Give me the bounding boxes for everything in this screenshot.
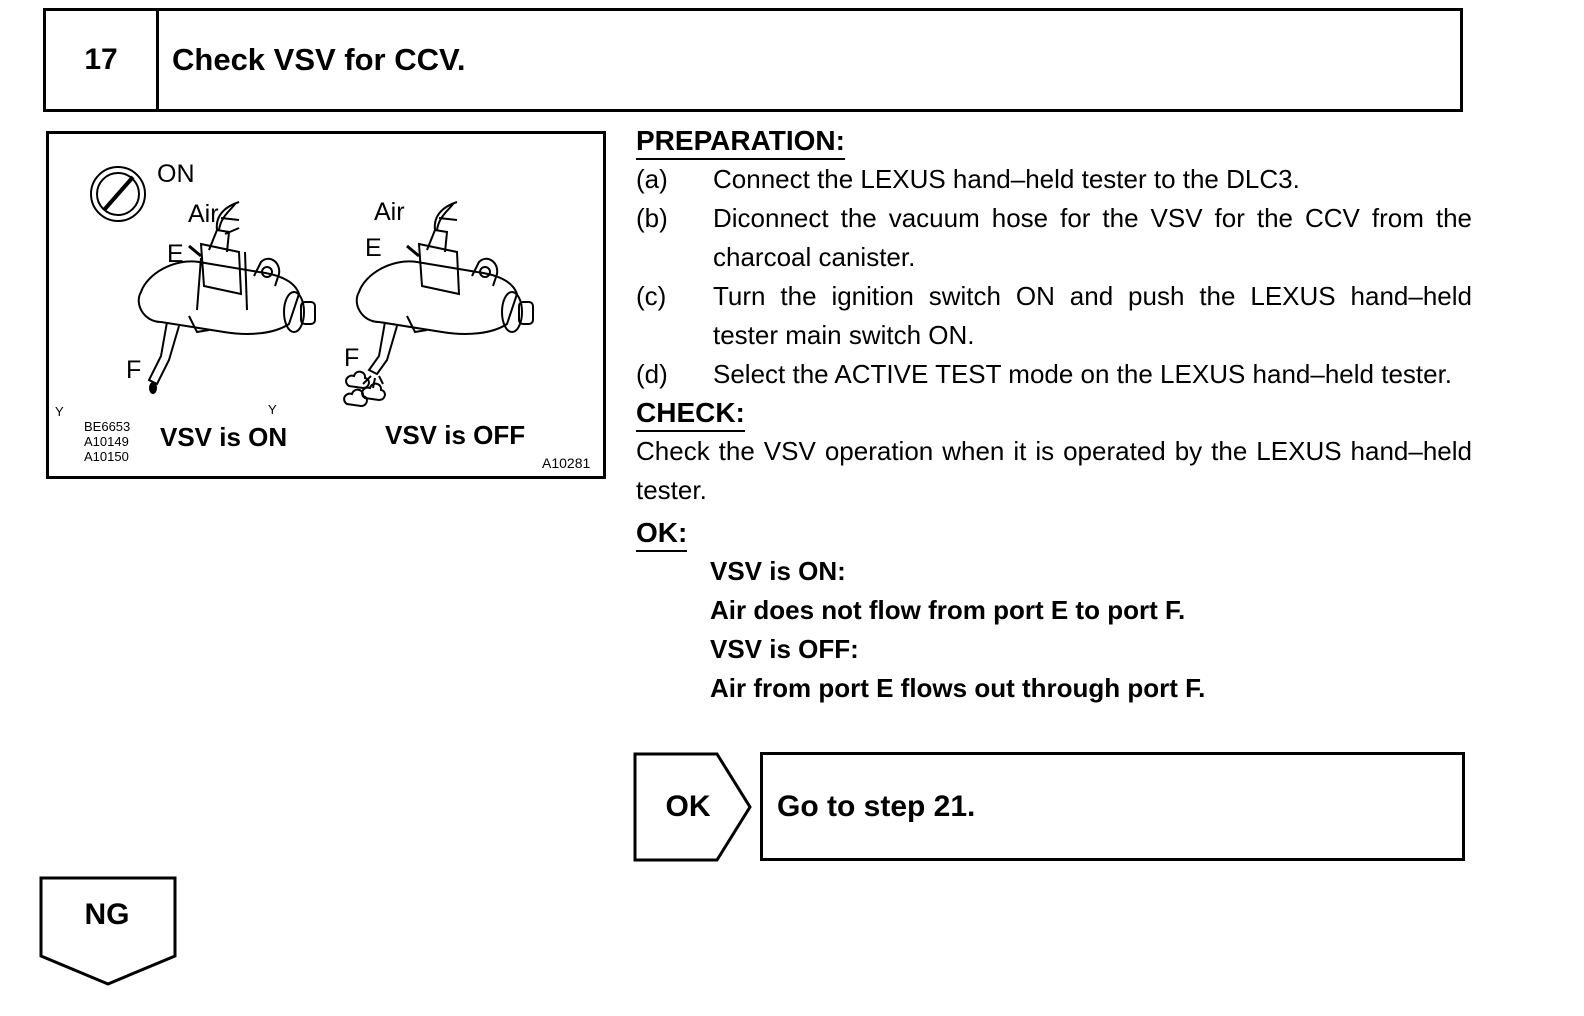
ok-result-text: Go to step 21. bbox=[777, 790, 976, 823]
vsv-illustration: ON Air E F Air E F Y Y BE6653 A10149 A10… bbox=[46, 131, 606, 479]
item-label: (c) bbox=[636, 281, 667, 311]
item-label: (b) bbox=[636, 203, 668, 233]
left-port-e-label: E bbox=[167, 240, 184, 268]
procedure-text: PREPARATION: (a) Connect the LEXUS hand–… bbox=[636, 124, 1472, 708]
ng-tag-label: NG bbox=[84, 898, 130, 931]
right-port-f-label: F bbox=[344, 344, 360, 372]
ok-line: VSV is ON: bbox=[710, 556, 846, 586]
ng-tag: NG bbox=[39, 876, 179, 988]
preparation-item: (c) Turn the ignition switch ON and push… bbox=[636, 277, 1472, 355]
ignition-on-label: ON bbox=[157, 160, 195, 188]
vsv-off-valve bbox=[343, 201, 534, 408]
item-label: (d) bbox=[636, 359, 668, 389]
figure-ref-code: A10281 bbox=[542, 455, 591, 471]
item-label: (a) bbox=[636, 164, 668, 194]
check-text: Check the VSV operation when it is opera… bbox=[636, 436, 1472, 505]
figure-code-2: A10149 bbox=[84, 434, 129, 449]
right-port-e-label: E bbox=[365, 234, 382, 262]
preparation-heading: PREPARATION: bbox=[636, 124, 845, 160]
right-air-label: Air bbox=[374, 198, 405, 226]
ok-result-box: Go to step 21. bbox=[760, 752, 1465, 861]
item-text: Connect the LEXUS hand–held tester to th… bbox=[713, 164, 1300, 194]
figure-code-3: A10150 bbox=[84, 449, 129, 464]
step-number: 17 bbox=[46, 11, 159, 109]
left-air-label: Air bbox=[188, 200, 219, 228]
left-mark: Y bbox=[55, 404, 64, 419]
ok-criteria: VSV is ON: Air does not flow from port E… bbox=[710, 552, 1472, 708]
ok-tag-label: OK bbox=[665, 790, 711, 823]
vsv-drawing bbox=[90, 166, 534, 408]
item-text: Turn the ignition switch ON and push the… bbox=[713, 281, 1472, 350]
figure-code-1: BE6653 bbox=[84, 419, 131, 434]
right-mark: Y bbox=[268, 402, 277, 417]
ok-line: Air does not flow from port E to port F. bbox=[710, 595, 1186, 625]
ok-tag: OK bbox=[633, 752, 753, 862]
ng-tag-shape bbox=[39, 876, 177, 986]
vsv-off-caption: VSV is OFF bbox=[385, 420, 526, 450]
ok-line: Air from port E flows out through port F… bbox=[710, 673, 1206, 703]
step-title: Check VSV for CCV. bbox=[172, 42, 466, 77]
step-header: 17 Check VSV for CCV. bbox=[43, 8, 1463, 112]
ok-heading: OK: bbox=[636, 516, 688, 552]
left-port-f-label: F bbox=[126, 356, 142, 384]
ok-tag-shape bbox=[633, 752, 752, 862]
vsv-on-caption: VSV is ON bbox=[160, 422, 288, 452]
preparation-item: (b) Diconnect the vacuum hose for the VS… bbox=[636, 199, 1472, 277]
vsv-on-valve bbox=[137, 201, 316, 394]
item-text: Diconnect the vacuum hose for the VSV fo… bbox=[713, 203, 1472, 272]
preparation-item: (a) Connect the LEXUS hand–held tester t… bbox=[636, 160, 1472, 199]
ignition-switch-icon bbox=[90, 166, 146, 222]
check-heading: CHECK: bbox=[636, 396, 745, 432]
item-text: Select the ACTIVE TEST mode on the LEXUS… bbox=[713, 359, 1453, 389]
preparation-item: (d) Select the ACTIVE TEST mode on the L… bbox=[636, 355, 1472, 394]
ok-line: VSV is OFF: bbox=[710, 634, 859, 664]
